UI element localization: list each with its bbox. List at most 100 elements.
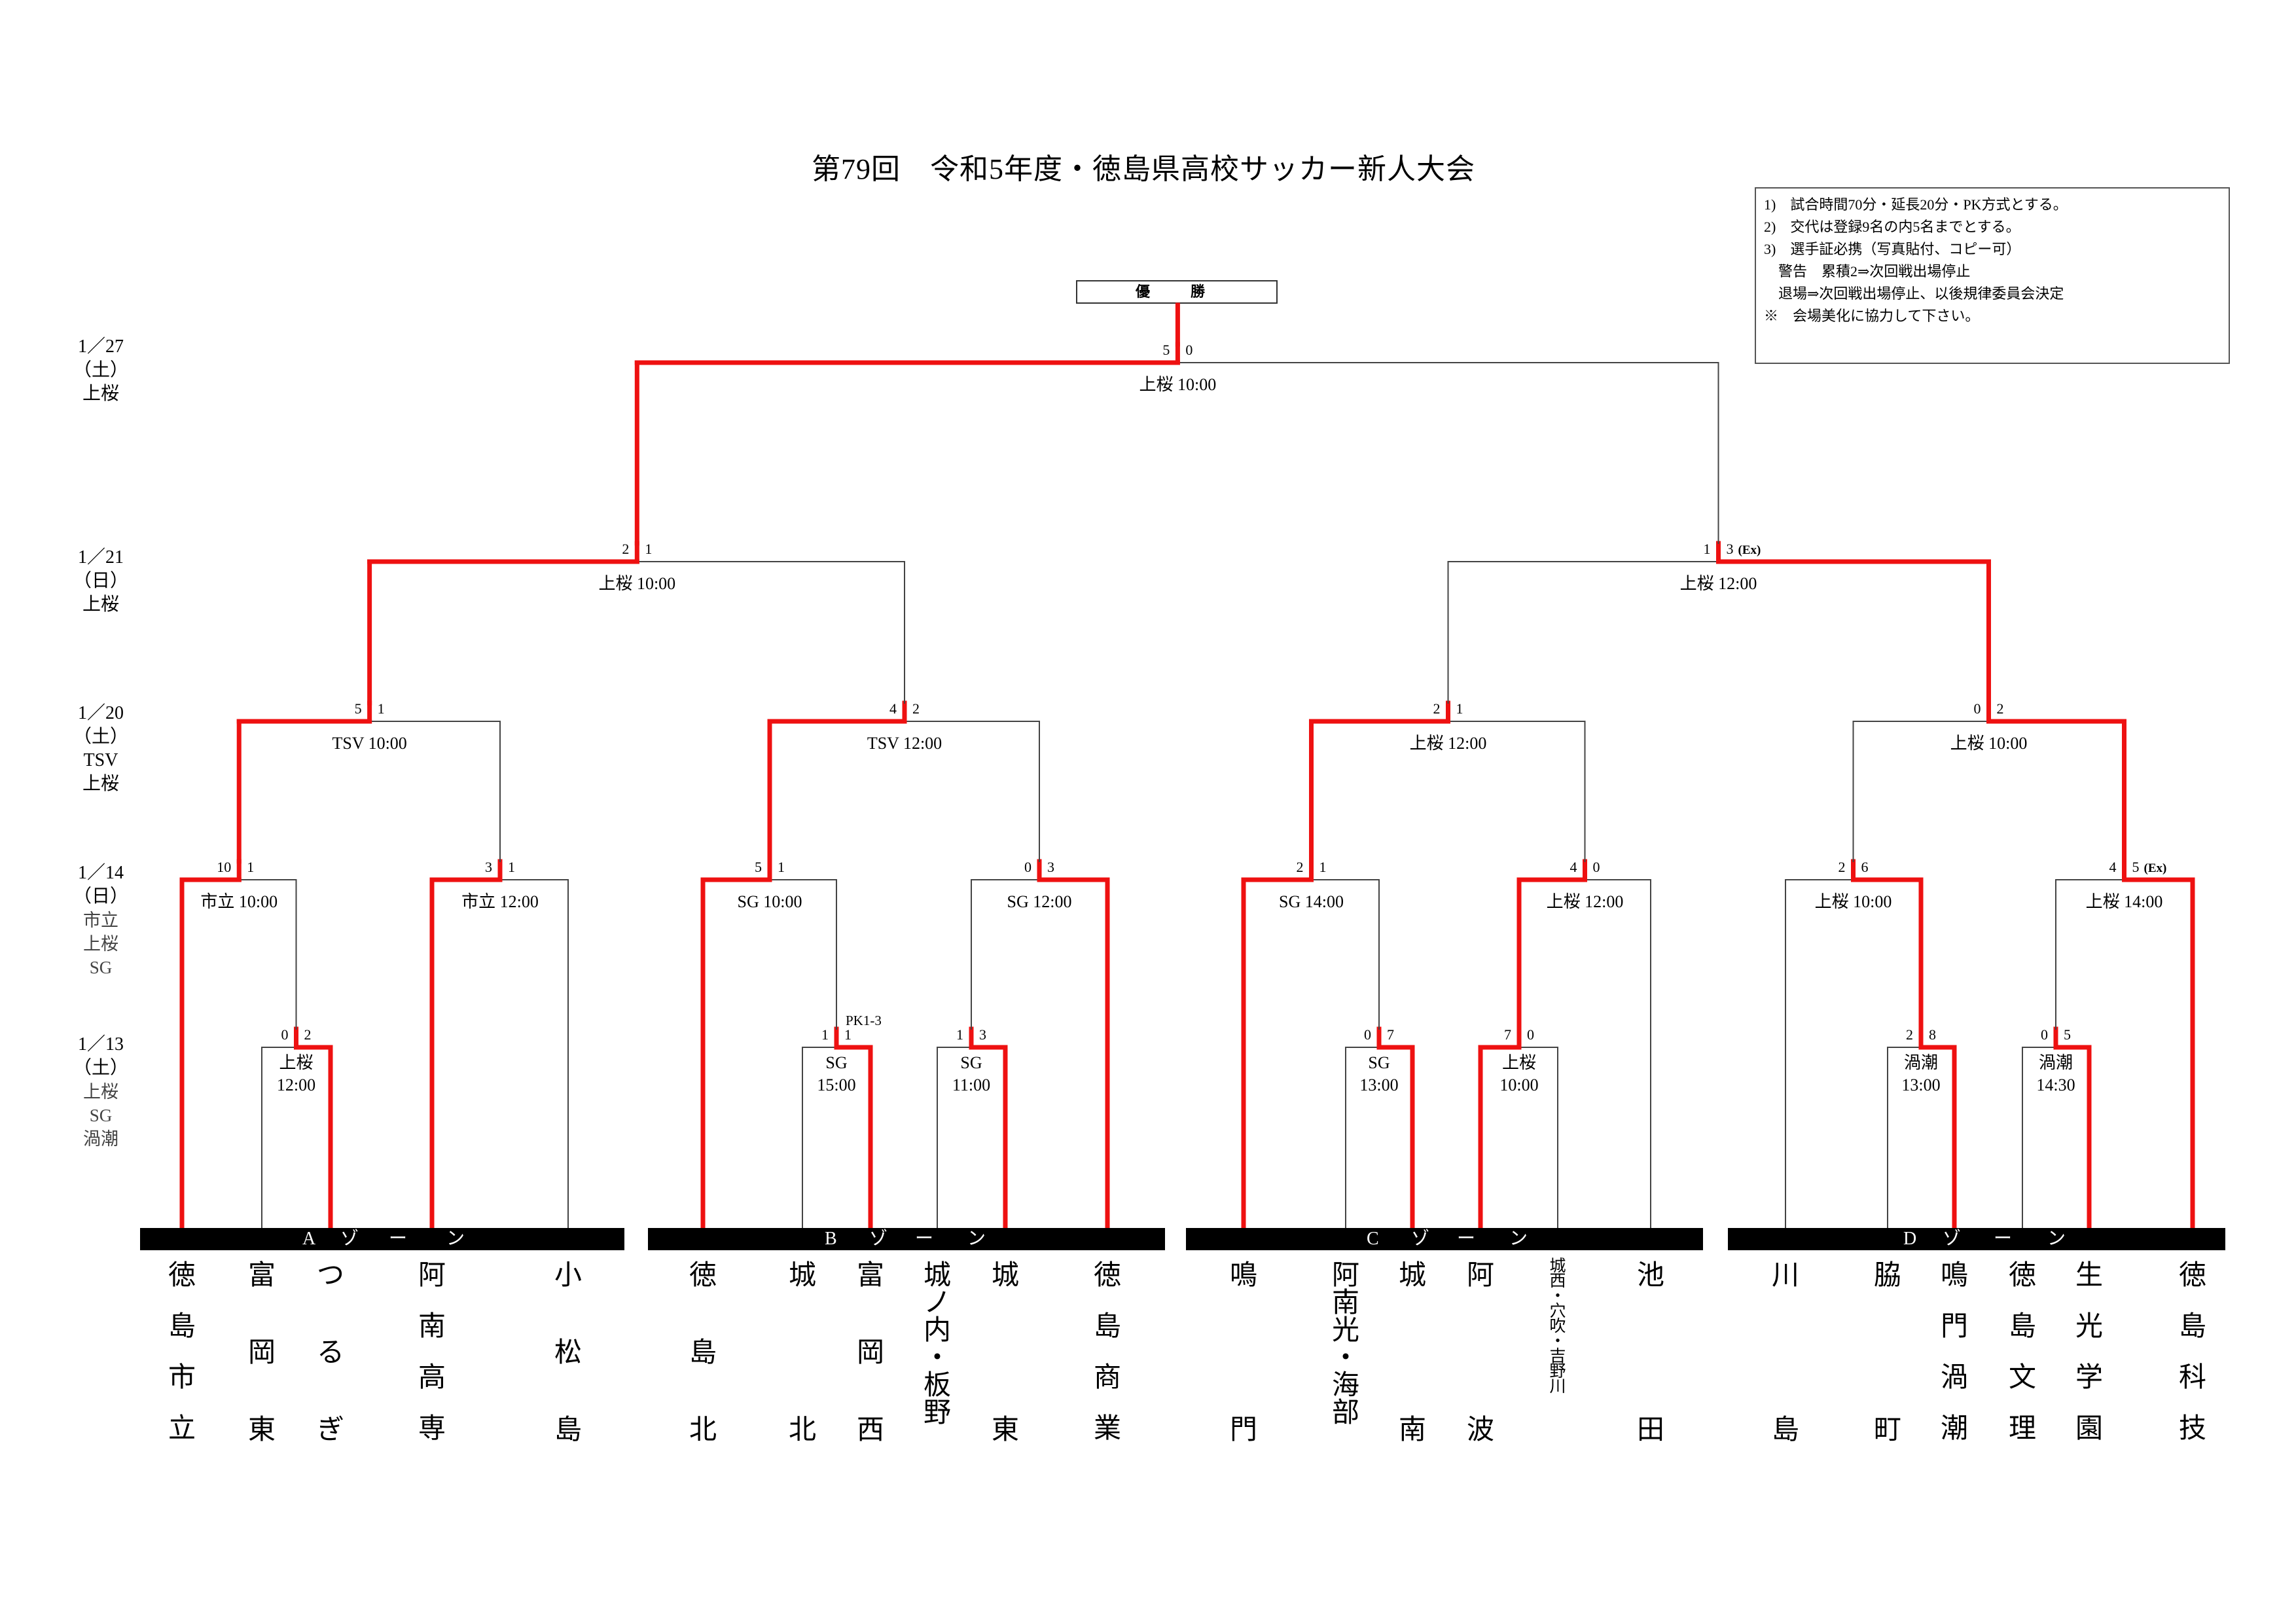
match-label: SG [1368, 1053, 1390, 1072]
match-label: SG 14:00 [1279, 892, 1344, 911]
match-label: 13:00 [1901, 1075, 1940, 1094]
team-name-char: 松 [554, 1338, 582, 1368]
team-name-char: 園 [2075, 1414, 2103, 1444]
team-name-char: 城 [923, 1261, 951, 1291]
team-name-char: 徳 [2178, 1261, 2206, 1291]
zone-char: ン [446, 1229, 465, 1249]
team-name-char: 光 [2075, 1312, 2103, 1342]
note-line: 退場⇒次回戦出場停止、以後規律委員会決定 [1764, 285, 2064, 302]
team-name-char: 西 [856, 1415, 884, 1445]
team-name-char: 学 [2075, 1363, 2103, 1393]
round-venue: SG [89, 1106, 113, 1125]
score-left: 5 [755, 859, 762, 875]
match-label: 10:00 [1499, 1075, 1538, 1094]
team-name-char: 光 [1331, 1316, 1359, 1346]
score-right: 3 [1727, 541, 1734, 557]
round-day: （土） [73, 360, 128, 380]
score-left: 4 [1570, 859, 1577, 875]
rules-notes-box: 1) 試合時間70分・延長20分・PK方式とする。 2) 交代は登録9名の内5名… [1755, 187, 2230, 364]
zone-bar-a: A ゾ ー ン [140, 1228, 624, 1250]
zone-letter: D [1903, 1229, 1917, 1249]
team-name-char: 池 [1636, 1261, 1664, 1291]
team-name-char: 業 [1093, 1414, 1121, 1444]
round-date: 1／14 [77, 863, 124, 883]
team-name-char: 徳 [2008, 1261, 2036, 1291]
round-label-final: 1／27 （土） 上桜 [55, 335, 147, 406]
score-right: 5 [2064, 1026, 2071, 1043]
round-label-quarterfinal: 1／20 （土） TSV 上桜 [55, 702, 147, 796]
score-left: 0 [1974, 700, 1981, 717]
zone-char: ン [967, 1229, 986, 1249]
score-right: 2 [912, 700, 920, 717]
score-left: 0 [1364, 1026, 1371, 1043]
score-left: 3 [485, 859, 492, 875]
match-label: 12:00 [277, 1075, 315, 1094]
match-label: 市立 10:00 [200, 892, 278, 911]
score-left: 5 [1162, 342, 1170, 358]
team-name-char: 西 [1549, 1272, 1566, 1290]
team-name-char: 徳 [689, 1261, 717, 1291]
team-name-char: ぎ [316, 1415, 344, 1445]
score-right: 5 [2132, 859, 2140, 875]
team-name-char: 阿 [418, 1261, 446, 1291]
score-left: 1 [956, 1026, 963, 1043]
team-name-char: 市 [168, 1363, 196, 1393]
zone-bar-c: C ゾ ー ン [1186, 1228, 1703, 1250]
team-name-char: 阿 [1331, 1261, 1359, 1291]
round-venue: SG [89, 958, 113, 977]
team-name-char: 富 [856, 1261, 884, 1291]
zone-char: ー [1994, 1229, 2013, 1249]
score-left: 2 [1906, 1026, 1913, 1043]
zone-letter: B [825, 1229, 837, 1249]
round-venue: TSV [83, 750, 118, 770]
zone-char: ン [2047, 1229, 2066, 1249]
team-name-char: 徳 [1093, 1261, 1121, 1291]
team-name-char: 渦 [1940, 1363, 1968, 1393]
score-right: 0 [1527, 1026, 1534, 1043]
note-line: 警告 累積2⇒次回戦出場停止 [1764, 263, 1971, 280]
round-day: （土） [73, 1058, 128, 1078]
score-left: 2 [1297, 859, 1304, 875]
team-name-char: 岡 [247, 1338, 276, 1368]
team-name-char: 城 [788, 1261, 816, 1291]
team-name-char: 南 [1331, 1288, 1359, 1318]
team-name-char: 専 [418, 1414, 446, 1444]
page-title: 第79回 令和5年度・徳島県高校サッカー新人大会 [812, 153, 1475, 185]
score-right: 3 [979, 1026, 986, 1043]
note-line: 3) 選手証必携（写真貼付、コピー可） [1764, 241, 2021, 257]
score-left: 5 [355, 700, 362, 717]
note-line: ※ 会場美化に協力して下さい。 [1764, 308, 1980, 324]
match-label: 13:00 [1359, 1075, 1398, 1094]
team-name-char: 北 [788, 1415, 816, 1445]
score-right: 0 [1185, 342, 1193, 358]
score-right: 1 [1319, 859, 1327, 875]
team-name-char: 北 [689, 1415, 717, 1445]
zone-bar-b: B ゾ ー ン [648, 1228, 1165, 1250]
score-left: 0 [2041, 1026, 2048, 1043]
score-right: 1 [778, 859, 785, 875]
score-left: 10 [217, 859, 231, 875]
zone-char: ゾ [340, 1229, 359, 1249]
zone-char: ー [1457, 1229, 1476, 1249]
round-date: 1／21 [77, 547, 124, 568]
team-name-char: つ [316, 1261, 344, 1291]
team-name-char: 技 [2178, 1414, 2206, 1444]
team-name-char: 徳 [168, 1261, 196, 1291]
round-day: （日） [73, 571, 128, 591]
team-name-char: 島 [554, 1415, 582, 1445]
round-venue: 上桜 [82, 594, 119, 615]
match-note: (Ex) [1738, 543, 1761, 557]
team-name-char: ノ [923, 1288, 951, 1318]
zone-bar-d: D ゾ ー ン [1728, 1228, 2225, 1250]
note-line: 1) 試合時間70分・延長20分・PK方式とする。 [1764, 196, 2068, 213]
match-label: 上桜 10:00 [1815, 892, 1892, 911]
zone-char: ゾ [869, 1229, 888, 1249]
match-label: 15:00 [817, 1075, 855, 1094]
team-name-char: 商 [1093, 1363, 1121, 1393]
team-name-char: 城 [1398, 1261, 1426, 1291]
score-left: 2 [1433, 700, 1441, 717]
round-date: 1／20 [77, 703, 124, 723]
team-name-char: 東 [247, 1415, 276, 1445]
team-name-char: 阿 [1466, 1261, 1494, 1291]
